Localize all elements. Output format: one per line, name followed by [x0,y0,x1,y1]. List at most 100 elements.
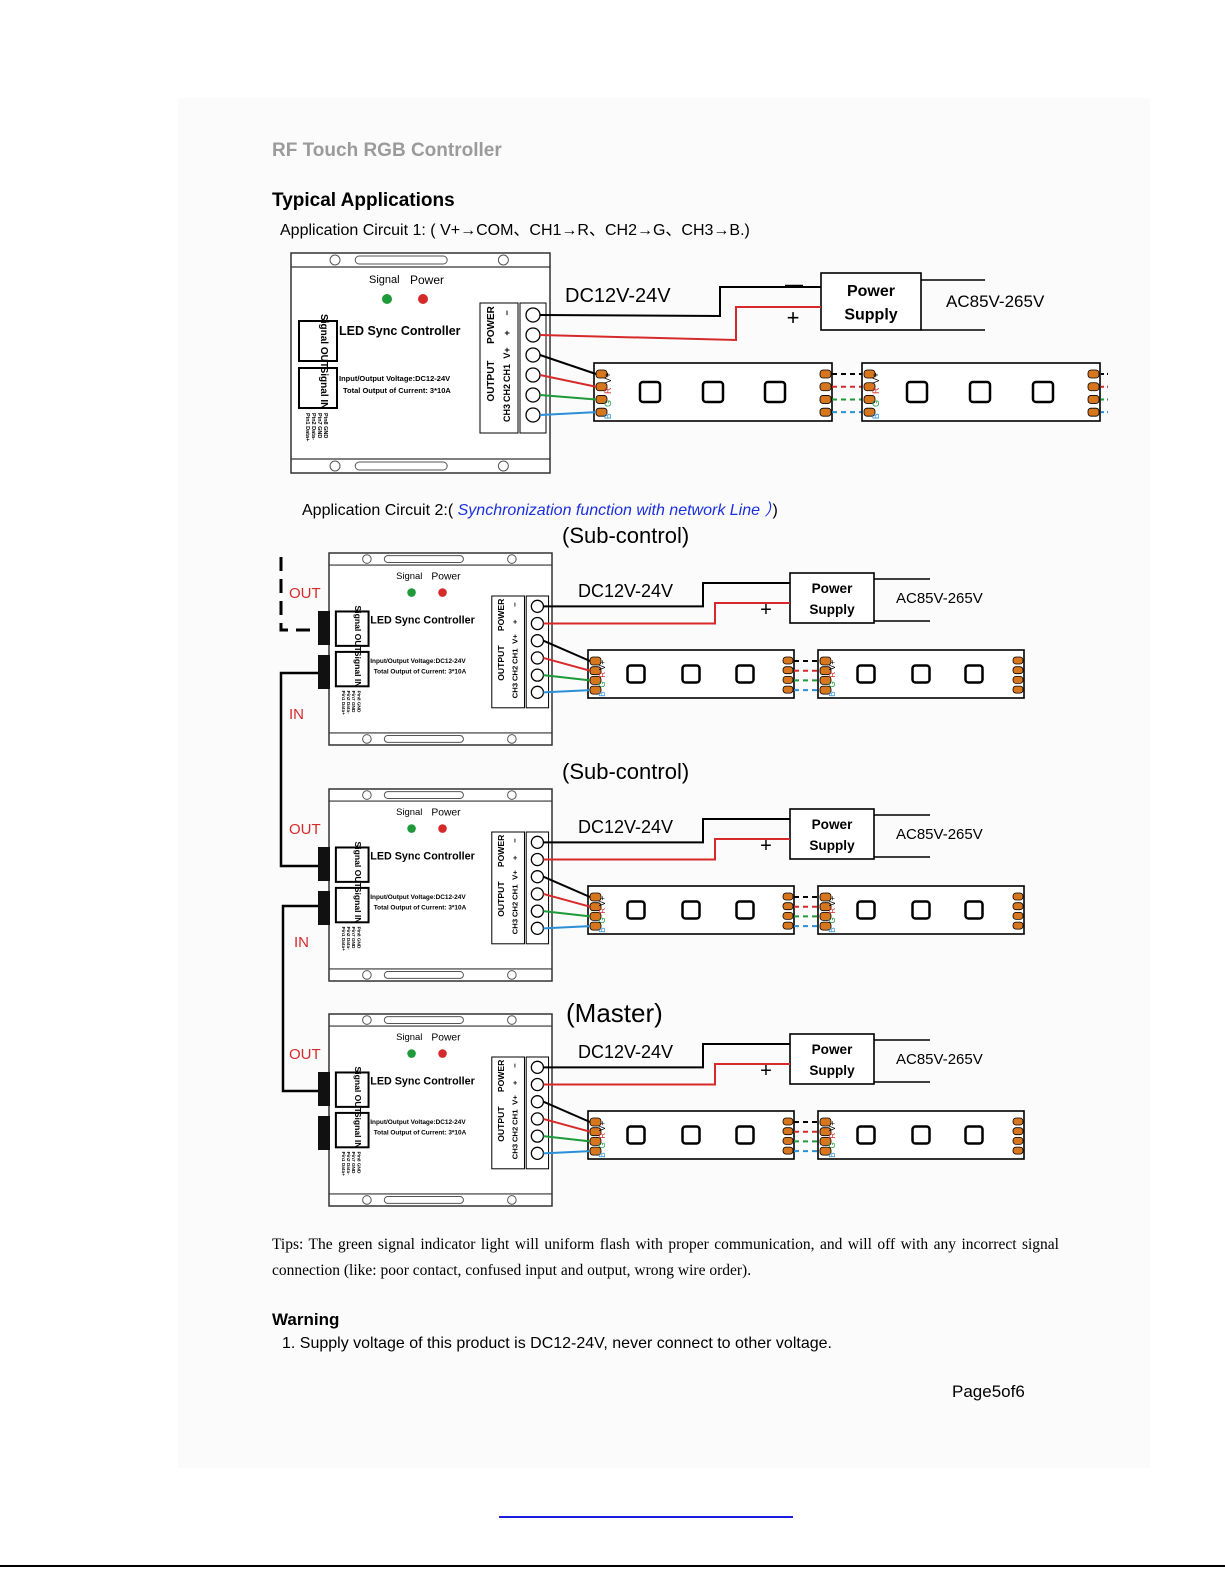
pin-label: Pin8 GND [355,1152,361,1174]
strip-pad [782,921,794,930]
dc-label: DC12V-24V [565,285,671,307]
terminal-label: V+ [511,870,520,880]
wire [543,1043,790,1069]
vent-slot [354,255,448,265]
signal-out-port [334,846,370,883]
strip-label: R [603,387,613,394]
wire [539,411,597,416]
strip-label: V+ [871,372,881,383]
spec-voltage: Input/Output Voltage:DC12-24V [339,374,450,383]
signal-out-port [298,320,338,362]
terminal-screw [530,870,545,884]
terminal-label: + [511,619,520,624]
document-title: RF Touch RGB Controller [272,140,502,161]
pin-label: Pin1 Data+ [340,927,346,952]
ac-label: AC85V-265V [896,826,983,843]
app2-suffix: ) [772,502,778,519]
bottom-rule [0,1565,1225,1567]
strip-label: G [598,917,607,923]
terminal-screw [530,616,545,631]
mount-hole [362,734,372,744]
output-block-label: OUTPUT [496,645,506,681]
out-label: OUT [289,1046,321,1063]
vent-slot [383,735,464,743]
wire [543,910,591,918]
signal-led [407,824,416,833]
terminal-screw [530,1146,545,1160]
power-supply-label-2: Supply [809,1063,855,1078]
terminal-label: V+ [511,1095,520,1105]
wire [542,875,591,898]
strip-pad [1012,666,1024,675]
wire [543,656,591,672]
terminal-screw [530,904,545,918]
strip-label: G [603,400,613,407]
network-plug-in [318,891,330,925]
led-chip [964,664,984,684]
mount-hole [329,460,341,472]
application-circuit-2-label: Application Circuit 2:( Synchronization … [302,496,778,520]
led-chip [638,380,662,404]
psu-minus: — [785,274,803,294]
wire [543,838,790,861]
signal-out-port [334,1071,370,1108]
strip-label: G [828,1142,837,1148]
led-chip [735,664,755,684]
terminal-labels [491,831,525,945]
power-supply-label-2: Supply [809,838,855,853]
network-plug-out [318,611,330,645]
terminal-screw [530,1129,545,1143]
signal-in-port [334,886,370,924]
network-role-label: (Master) [566,998,663,1028]
terminal-label: + [511,1080,520,1085]
power-supply-label-1: Power [812,581,854,596]
terminal-screw [525,367,541,383]
pin-label: Pin7 GND [316,413,322,438]
strip-pad [819,1136,832,1146]
network-plug-out [318,847,330,881]
strip-pad [1012,1136,1024,1145]
led-chip [856,664,876,684]
mount-hole [507,790,517,800]
signal-led [407,1049,416,1058]
wire [539,374,597,388]
power-supply-label-1: Power [812,1042,854,1057]
mount-hole [497,254,509,266]
strip-pad [1012,656,1024,665]
controller-name: LED Sync Controller [370,851,475,863]
power-led [438,824,447,833]
strip-pad [782,1127,794,1136]
strip-pad [782,1146,794,1155]
spec-current: Total Output of Current: 3*10A [343,386,451,395]
strip-label: V+ [828,1121,837,1131]
signal-out-label: Signal OUT [318,314,329,368]
spec-current: Total Output of Current: 3*10A [374,668,467,675]
signal-in-port [334,1111,370,1149]
terminal-screw [530,1060,545,1074]
led-chip [968,380,992,404]
mount-hole [507,970,517,980]
footer-link-underline[interactable] [499,1516,793,1518]
led-chip [911,900,931,920]
terminal-labels [491,595,525,709]
spec-voltage: Input/Output Voltage:DC12-24V [370,894,466,901]
terminal-screw [530,921,545,935]
terminal-screw [530,668,545,682]
mount-hole [362,790,372,800]
wire [543,1150,591,1155]
strip-pad [1087,369,1100,379]
strip-pad [819,675,832,685]
mount-hole [362,554,372,564]
led-chip [964,1125,984,1145]
strip-pad [1012,902,1024,911]
strip-label: B [828,927,837,932]
controller-name: LED Sync Controller [370,615,475,627]
ac-label: AC85V-265V [896,590,983,607]
terminal-screw [530,1077,545,1092]
mount-hole [507,734,517,744]
strip-label: B [598,691,607,696]
section-title: Typical Applications [272,190,455,211]
strip-label: V+ [828,896,837,906]
pin-label: Pin2 Data- [310,413,316,440]
